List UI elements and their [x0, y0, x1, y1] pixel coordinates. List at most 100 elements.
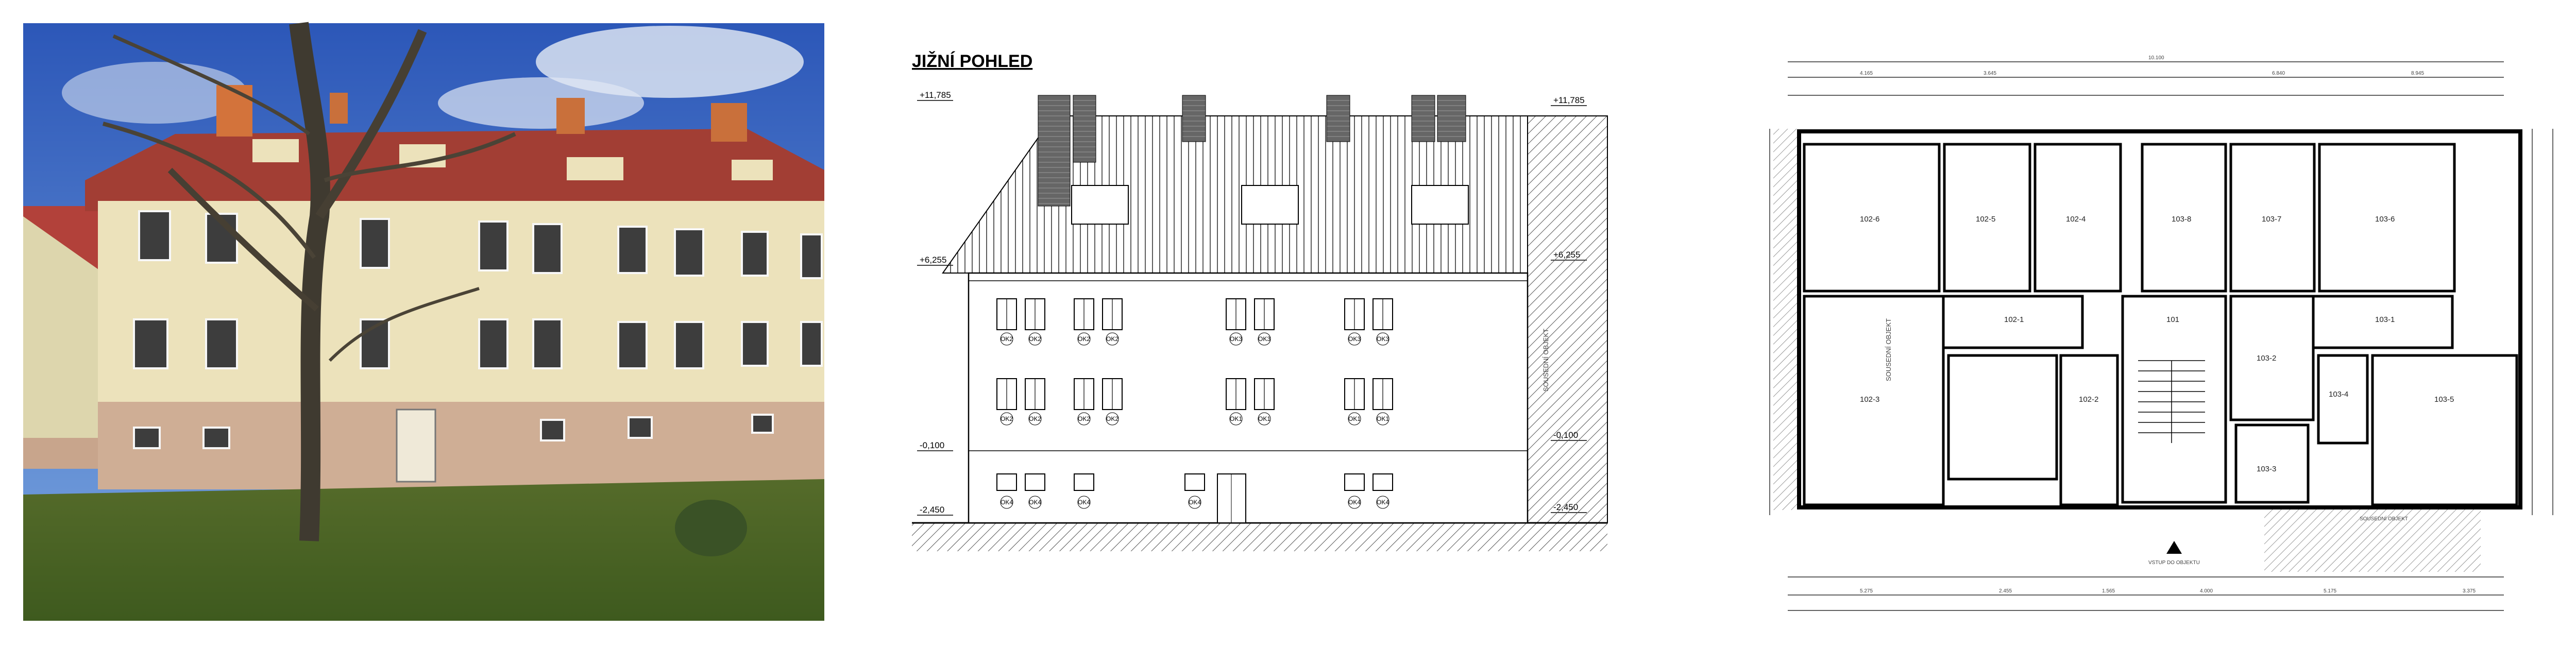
chimney [1038, 95, 1071, 207]
upper-window-tag [1000, 332, 1013, 346]
upper-window-tag [1348, 332, 1361, 346]
neighbour-label: SOUSEDNÍ OBJEKT [1542, 329, 1550, 392]
dimension-label: 4.000 [2200, 588, 2213, 594]
elevation-title: JIŽNÍ POHLED [912, 52, 1032, 71]
neighbour-bottom [2264, 507, 2481, 572]
dimension-label: 10.100 [2148, 55, 2164, 61]
room-label: 103-4 [2329, 390, 2348, 399]
dimension-label: 5.275 [1860, 588, 1873, 594]
dormer [1241, 185, 1299, 225]
upper-window-tag [1258, 332, 1271, 346]
upper-window-label: OK2 [1029, 335, 1041, 343]
middle-window-tag [1229, 412, 1243, 426]
middle-window-label: OK1 [1230, 415, 1242, 422]
middle-window-tag [1258, 412, 1271, 426]
room-label: 102-2 [2079, 395, 2098, 404]
upper-window-tag [1106, 332, 1119, 346]
room-label: 103-2 [2257, 354, 2276, 363]
room-walls [1803, 143, 2518, 506]
room-label: 103-1 [2375, 315, 2395, 324]
dimension-label: 5.175 [2324, 588, 2336, 594]
level-ridge-left: +11,785 [920, 90, 951, 100]
staircase [2138, 360, 2205, 443]
basement-window-label: OK4 [1078, 499, 1090, 506]
upper-window-label: OK2 [1106, 335, 1118, 343]
room-label: 102-3 [1860, 395, 1879, 404]
middle-window-label: OK2 [1078, 415, 1090, 422]
upper-window-tag [1376, 332, 1389, 346]
basement-window-tag [1000, 496, 1013, 509]
basement-window [1074, 473, 1094, 491]
room-label: 102-6 [1860, 215, 1879, 224]
upper-window-label: OK3 [1230, 335, 1242, 343]
basement-window-label: OK4 [1348, 499, 1361, 506]
basement-window [1372, 473, 1393, 491]
chimney [1411, 95, 1435, 142]
dimension-label: 2.455 [1999, 588, 2012, 594]
south-elevation-drawing: JIŽNÍ POHLED +11,785 +6,255 -0,100 -2,45… [912, 52, 1608, 551]
room-label: 103-5 [2434, 395, 2454, 404]
middle-window-label: OK1 [1377, 415, 1389, 422]
middle-window-label: OK2 [1001, 415, 1013, 422]
basement-window [996, 473, 1017, 491]
level-floor-left: -0,100 [920, 440, 944, 450]
room-label: 103-6 [2375, 215, 2395, 224]
basement-window [1344, 473, 1365, 491]
entry-label: VSTUP DO OBJEKTU [2148, 560, 2200, 566]
basement-window-tag [1077, 496, 1091, 509]
middle-window-tag [1028, 412, 1042, 426]
neighbour-left-label: SOUSEDNÍ OBJEKT [1885, 318, 1892, 381]
upper-window-tag [1229, 332, 1243, 346]
middle-window-label: OK1 [1348, 415, 1361, 422]
upper-window-label: OK3 [1348, 335, 1361, 343]
middle-window-label: OK1 [1258, 415, 1270, 422]
upper-window-tag [1028, 332, 1042, 346]
dimension-label: 3.645 [1984, 71, 1996, 76]
basement-window-tag [1188, 496, 1201, 509]
room-label: 102-4 [2066, 215, 2086, 224]
dimensions-bottom: 5.275 2.455 1.565 4.000 5.175 3.375 [1860, 588, 2476, 594]
neighbour-bottom-label: SOUSEDNÍ OBJEKT [2360, 515, 2408, 522]
room-label: 101 [2166, 315, 2179, 324]
upper-window-label: OK2 [1001, 335, 1013, 343]
building-photo [23, 22, 824, 621]
basement-window-tag [1348, 496, 1361, 509]
middle-window-label: OK2 [1106, 415, 1118, 422]
dormer [1411, 185, 1469, 225]
building-photo-panel [0, 0, 845, 643]
upper-window-label: OK3 [1377, 335, 1389, 343]
middle-window-tag [1077, 412, 1091, 426]
floor-plan-panel: 4.165 10.100 3.645 6.840 8.945 5.275 2.455 1.5… [1741, 0, 2576, 643]
chimney [1073, 95, 1096, 163]
facade [968, 272, 1529, 524]
upper-window-label: OK3 [1258, 335, 1270, 343]
upper-window-tag [1077, 332, 1091, 346]
basement-window [1184, 473, 1205, 491]
entrance-arrow-icon [2166, 541, 2182, 554]
south-elevation-panel: JIŽNÍ POHLED +11,785 +6,255 -0,100 -2,45… [896, 0, 1638, 643]
dimension-label: 3.375 [2463, 588, 2476, 594]
middle-window-tag [1348, 412, 1361, 426]
dormer [1071, 185, 1129, 225]
neighbour-building [1527, 115, 1608, 523]
dimension-label: 1.565 [2102, 588, 2115, 594]
level-ground-left: -2,450 [920, 505, 944, 515]
dimensions-top: 4.165 10.100 3.645 6.840 8.945 [1860, 55, 2424, 76]
upper-window-label: OK2 [1078, 335, 1090, 343]
dimension-label: 4.165 [1860, 71, 1873, 76]
basement-window [1025, 473, 1045, 491]
room-label: 102-1 [2004, 315, 2024, 324]
basement-window-label: OK4 [1001, 499, 1013, 506]
ground-hatch [912, 523, 1607, 551]
outer-wall [1797, 129, 2522, 509]
dimension-label: 8.945 [2411, 71, 2424, 76]
dimension-label: 6.840 [2272, 71, 2285, 76]
level-eave-left: +6,255 [920, 255, 946, 265]
level-ridge-right: +11,785 [1553, 95, 1585, 105]
room-label: 103-8 [2172, 215, 2191, 224]
middle-window-tag [1376, 412, 1389, 426]
middle-window-tag [1000, 412, 1013, 426]
room-label: 102-5 [1976, 215, 1995, 224]
room-label: 103-7 [2262, 215, 2281, 224]
